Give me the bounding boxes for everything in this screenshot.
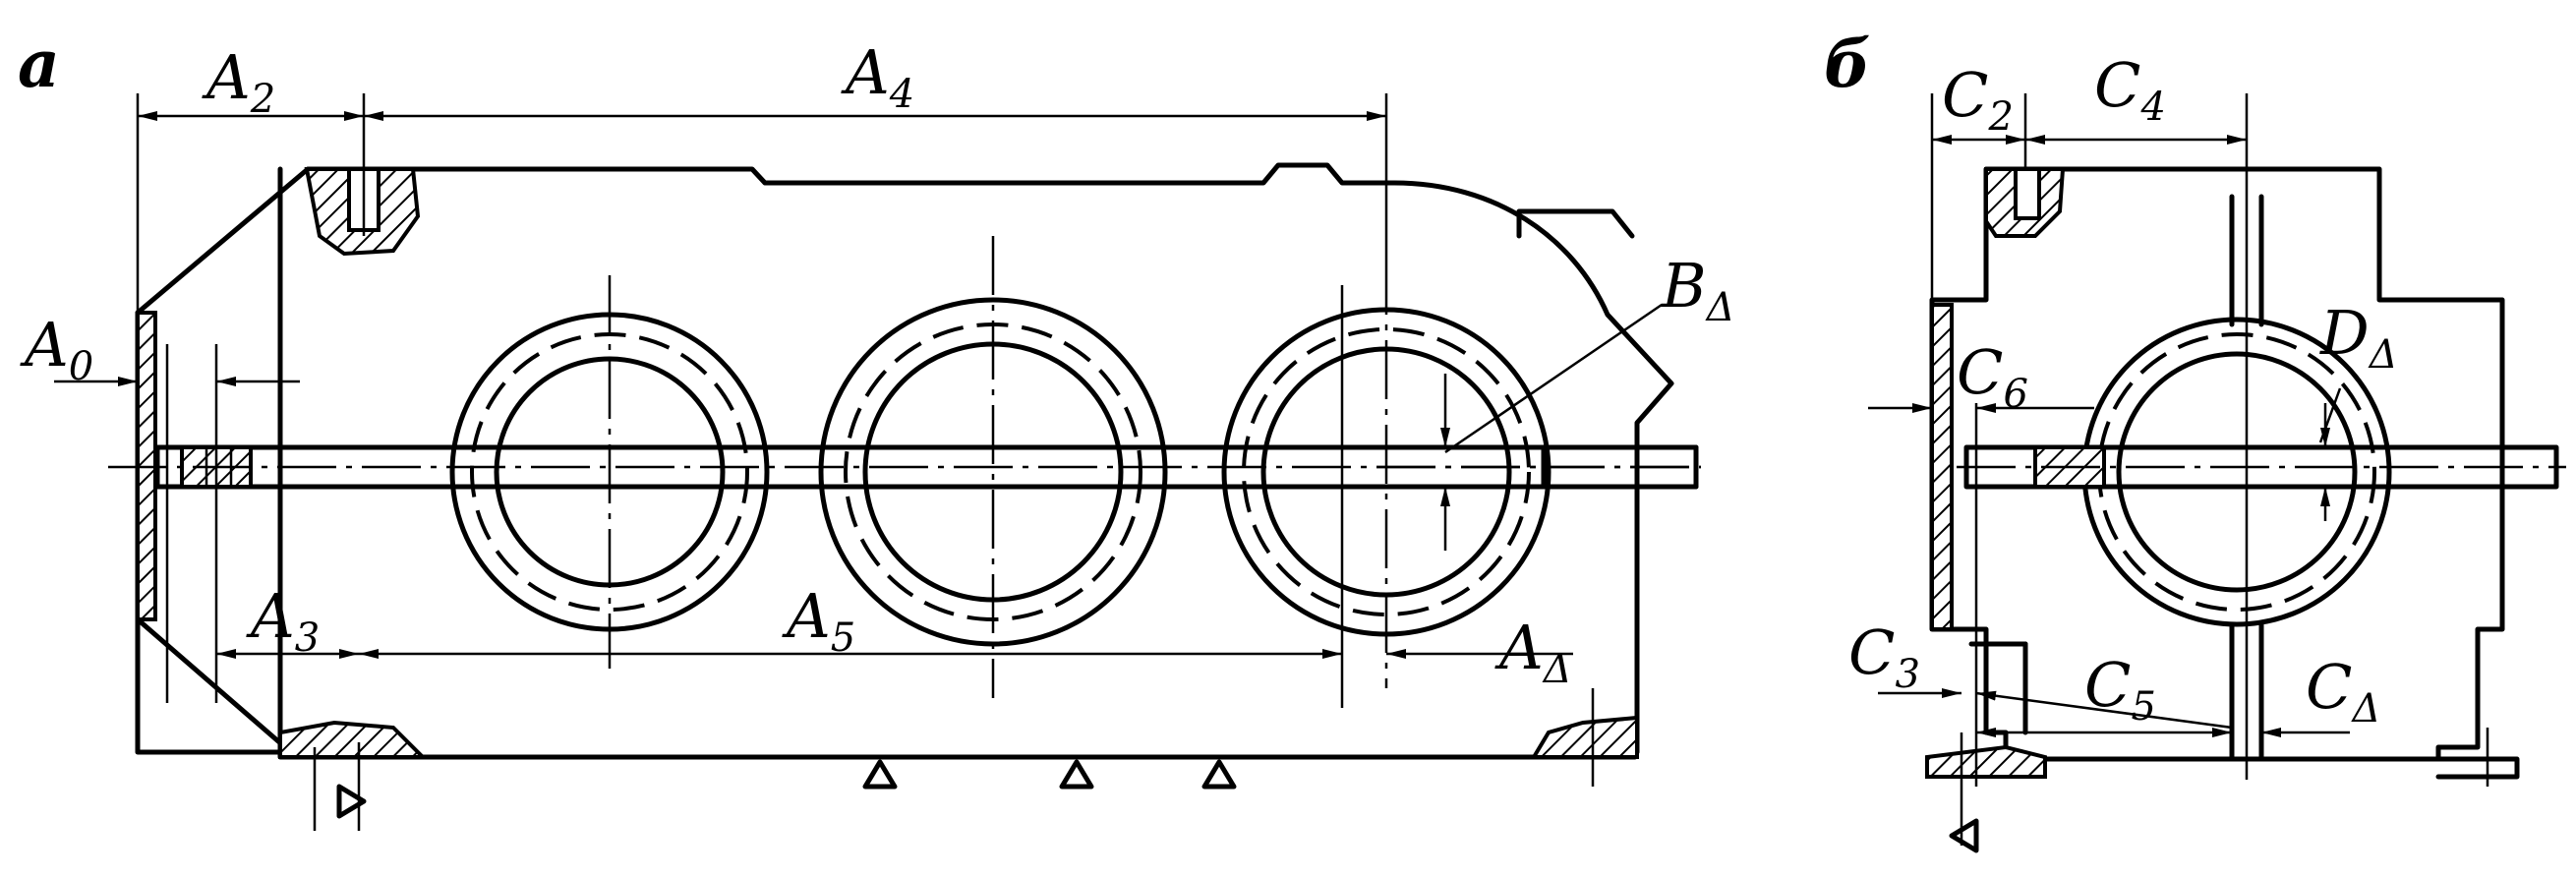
label-Dd: DΔ <box>2319 297 2398 378</box>
dim-C5 <box>1975 690 2233 730</box>
label-Bd: BΔ <box>1661 250 1734 330</box>
gear-2 <box>818 236 1168 698</box>
cover-right-bump <box>1516 208 1635 239</box>
panel-label-b: б <box>1824 26 1871 102</box>
label-A4: A4 <box>841 36 914 117</box>
end-cover-b <box>1930 303 1954 631</box>
label-C2: C2 <box>1942 59 2014 140</box>
housing-b-outline <box>1929 166 2505 762</box>
label-A3: A3 <box>246 580 320 661</box>
label-A2: A2 <box>202 41 275 122</box>
label-Cd: CΔ <box>2306 651 2380 732</box>
label-C3: C3 <box>1848 616 1920 697</box>
foot-a-left <box>278 720 428 759</box>
label-C4: C4 <box>2094 49 2166 130</box>
dim-Bd <box>1444 303 1663 454</box>
panel-a-drawing: а A2 A4 A0 A3 A5 AΔ BΔ <box>18 26 1734 831</box>
panel-b-drawing: б C2 C4 C6 DΔ C3 C5 CΔ <box>1824 26 2566 853</box>
label-C6: C6 <box>1957 336 2028 417</box>
gear-1 <box>449 275 770 669</box>
gear-3 <box>1221 256 1551 688</box>
label-C5: C5 <box>2084 649 2156 730</box>
label-A5: A5 <box>782 580 855 661</box>
foot-a-right <box>1530 715 1639 759</box>
cover-a-slope <box>135 310 288 750</box>
panel-label-a: а <box>18 26 60 102</box>
label-A0: A0 <box>20 309 93 389</box>
label-Ad: AΔ <box>1494 612 1572 692</box>
foot-b <box>1925 744 2047 779</box>
